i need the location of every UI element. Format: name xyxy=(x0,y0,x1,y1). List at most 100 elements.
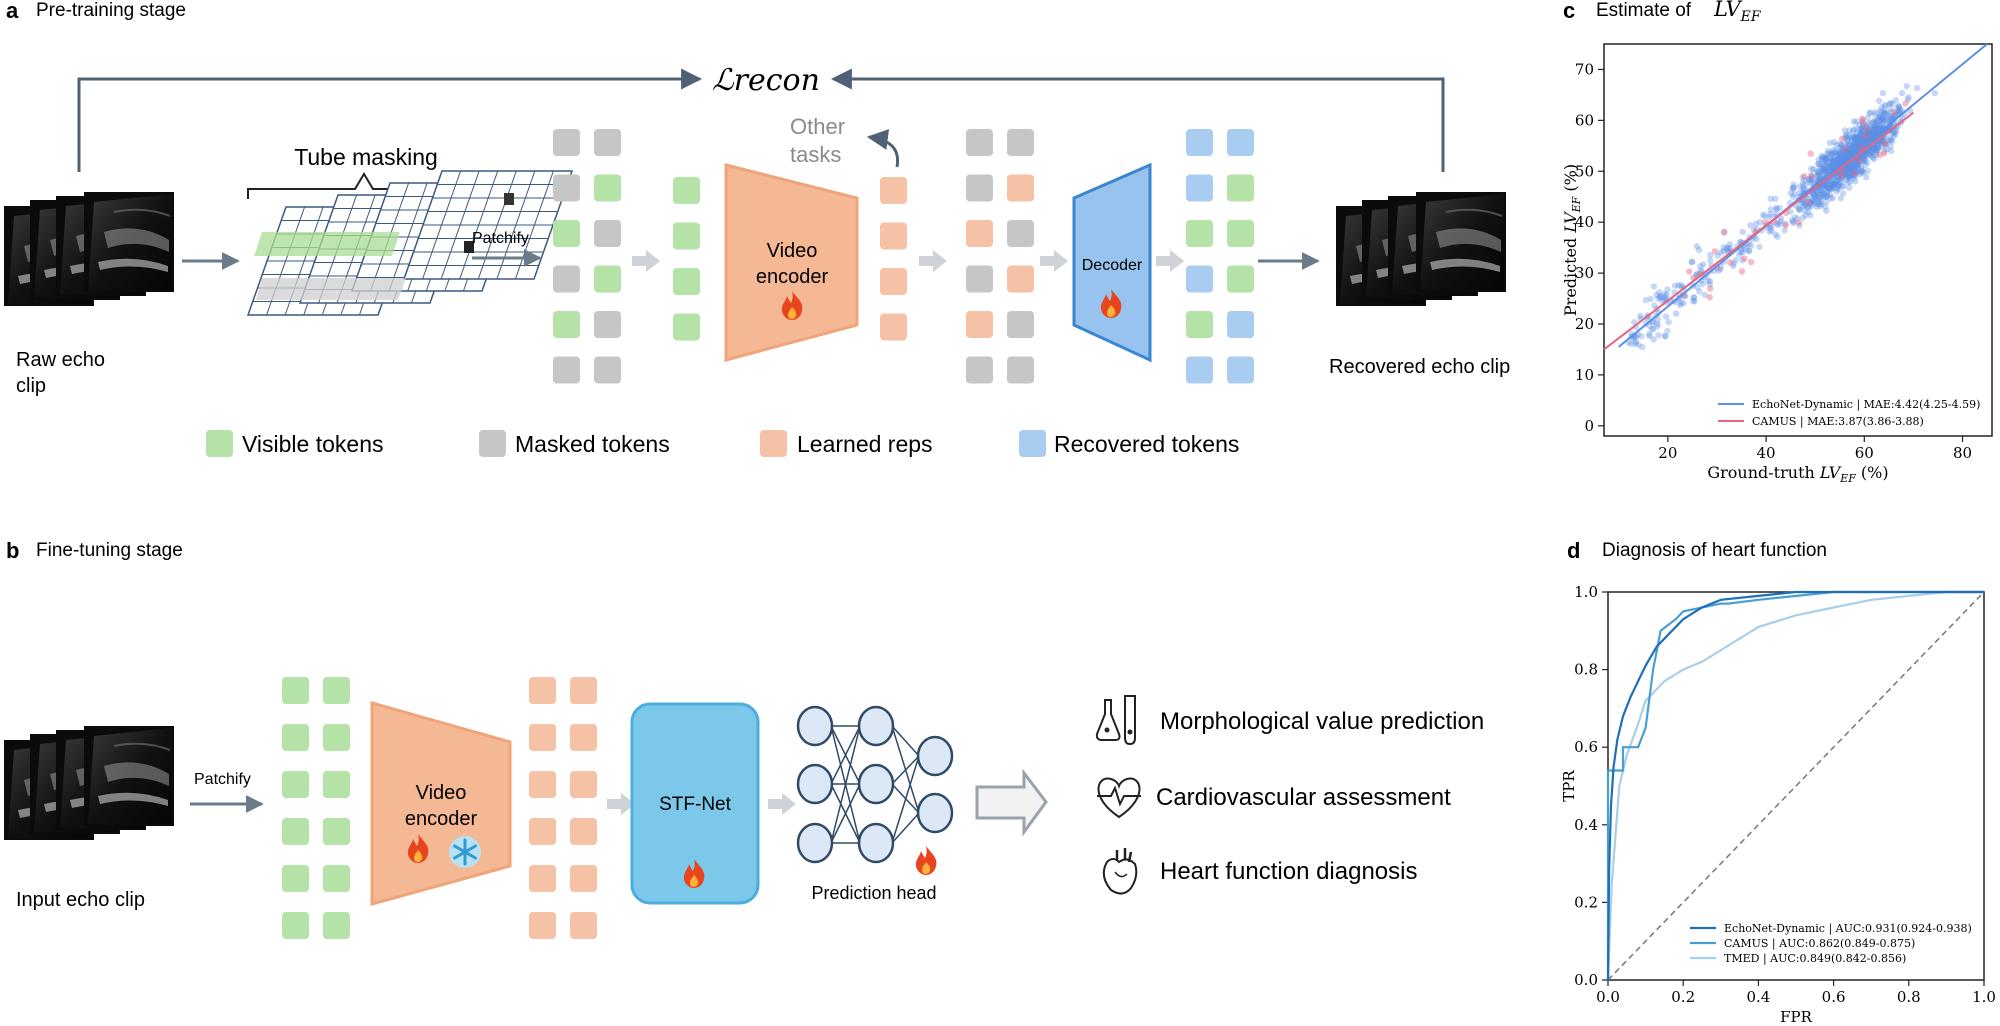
scatter-point xyxy=(1693,271,1700,278)
scatter-point xyxy=(1855,157,1862,164)
scatter-point xyxy=(1846,146,1854,153)
task-list: Morphological value prediction Cardiovas… xyxy=(1095,695,1484,895)
scatter-point xyxy=(1850,141,1858,149)
scatter-point xyxy=(1853,168,1861,176)
scatter-point xyxy=(1862,174,1870,181)
scatter-point xyxy=(1787,208,1794,215)
scatter-point xyxy=(1870,124,1878,132)
y-tick-label: 60 xyxy=(1575,111,1594,129)
scatter-point xyxy=(1642,296,1649,304)
scatter-point xyxy=(1730,260,1737,267)
scatter-point xyxy=(1663,291,1670,298)
scatter-point xyxy=(1802,181,1809,188)
scatter-point xyxy=(1795,204,1803,212)
scatter-point xyxy=(1664,327,1671,335)
scatter-point xyxy=(1856,130,1864,137)
legend-visible-label: Visible tokens xyxy=(242,431,384,457)
scatter-point xyxy=(1823,166,1830,174)
scatter-point xyxy=(1654,323,1661,330)
scatter-point xyxy=(1855,139,1862,147)
scatter-point xyxy=(1801,207,1808,214)
token-square xyxy=(553,265,580,293)
scatter-point xyxy=(1706,277,1714,285)
scatter-point xyxy=(1864,130,1872,137)
scatter-point xyxy=(1838,172,1846,180)
raw-clip-label-line1: Raw echo xyxy=(16,349,105,371)
scatter-point xyxy=(1661,294,1668,301)
scatter-point xyxy=(1806,201,1814,208)
scatter-point xyxy=(1811,199,1818,206)
scatter-point xyxy=(1846,145,1854,152)
scatter-point xyxy=(1816,200,1823,208)
scatter-point xyxy=(1881,116,1888,124)
loss-line-right xyxy=(830,68,1445,172)
scatter-point xyxy=(1887,113,1894,121)
scatter-point xyxy=(1861,151,1868,158)
scatter-point xyxy=(1825,160,1832,167)
scatter-point xyxy=(1802,212,1809,219)
scatter-point xyxy=(1865,127,1872,134)
scatter-point xyxy=(1876,121,1883,129)
scatter-point xyxy=(1931,89,1939,97)
scatter-point xyxy=(1806,199,1813,206)
scatter-point xyxy=(1694,270,1702,277)
scatter-point xyxy=(1632,334,1640,341)
scatter-point xyxy=(1812,192,1820,199)
token-square xyxy=(880,313,907,341)
scatter-point xyxy=(1805,176,1813,184)
scatter-point xyxy=(1782,220,1789,227)
scatter-point xyxy=(1790,218,1797,225)
scatter-point xyxy=(1878,104,1885,111)
scatter-point xyxy=(1825,162,1833,170)
token-square xyxy=(594,220,621,247)
scatter-point xyxy=(1756,243,1763,251)
plot-frame xyxy=(1603,43,1993,437)
scatter-point xyxy=(1804,203,1812,210)
scatter-point xyxy=(1852,158,1860,165)
scatter-point xyxy=(1840,168,1847,175)
scatter-point xyxy=(1864,167,1872,175)
network-node xyxy=(857,705,895,747)
scatter-point xyxy=(1851,178,1859,185)
scatter-point xyxy=(1858,132,1865,139)
scatter-point xyxy=(1767,206,1775,213)
scatter-point xyxy=(1850,175,1858,182)
scatter-point xyxy=(1887,100,1894,107)
other-tasks-line1: Other xyxy=(790,114,845,139)
scatter-point xyxy=(1883,138,1891,146)
scatter-point xyxy=(1890,133,1897,140)
scatter-point xyxy=(1857,157,1865,164)
scatter-point xyxy=(1809,195,1816,203)
legend-recovered-label: Recovered tokens xyxy=(1054,431,1239,457)
scatter-point xyxy=(1635,341,1642,348)
y-tick-label: 70 xyxy=(1575,60,1594,78)
scatter-point xyxy=(1819,183,1826,191)
scatter-point xyxy=(1892,97,1900,104)
scatter-point xyxy=(1835,176,1842,183)
scatter-point xyxy=(1853,135,1861,142)
scatter-point xyxy=(1800,202,1807,210)
scatter-point xyxy=(1773,219,1780,227)
scatter-point xyxy=(1838,147,1846,154)
scatter-point xyxy=(1826,184,1834,191)
scatter-point xyxy=(1878,120,1886,128)
scatter-point xyxy=(1864,114,1872,122)
scatter-point xyxy=(1864,149,1871,157)
scatter-point xyxy=(1781,227,1788,234)
scatter-point xyxy=(1878,138,1885,146)
scatter-point xyxy=(1790,181,1797,188)
scatter-point xyxy=(1638,332,1645,340)
scatter-point xyxy=(1814,174,1822,181)
scatter-point xyxy=(1823,207,1830,214)
scatter-point xyxy=(1838,156,1845,163)
scatter-point xyxy=(1879,117,1886,124)
scatter-point xyxy=(1830,158,1838,166)
scatter-point xyxy=(1772,231,1779,238)
scatter-point xyxy=(1835,181,1843,188)
scatter-point xyxy=(1842,133,1850,140)
scatter-point xyxy=(1853,169,1861,176)
scatter-point xyxy=(1860,155,1868,162)
scatter-point xyxy=(1877,113,1884,121)
scatter-point xyxy=(1869,129,1876,136)
scatter-point xyxy=(1886,136,1893,144)
